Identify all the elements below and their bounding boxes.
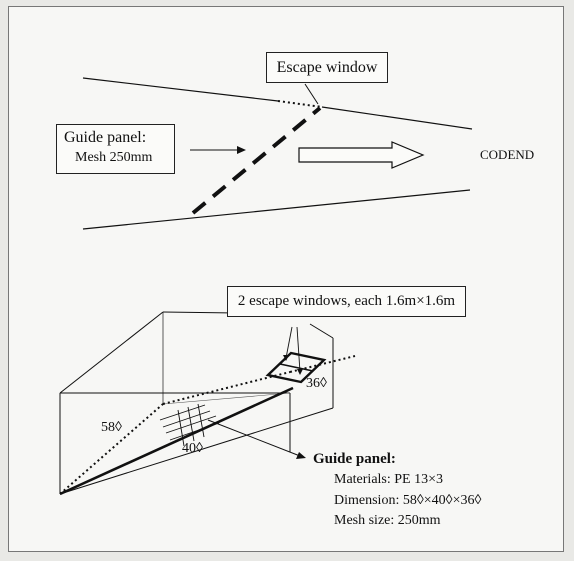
- guide-panel-mesh: Mesh 250mm: [75, 150, 153, 165]
- guide-panel-label-box: Guide panel: Mesh 250mm: [56, 124, 175, 174]
- escape-label-pointer-1: [285, 326, 293, 359]
- top-net-diagram: [82, 77, 473, 230]
- escape-window-pointer: [304, 83, 319, 105]
- guide-panel-thick-line: [59, 386, 294, 496]
- dotted-upper-line: [162, 371, 291, 405]
- mesh-grid-sketch: [159, 403, 220, 447]
- top-right-edge: [309, 323, 334, 339]
- guide-panel-title: Guide panel:: [313, 451, 396, 467]
- escape-window-label: Escape window: [276, 59, 378, 76]
- back-bottom-line: [162, 392, 291, 405]
- escape-label-pointer-head-1: [283, 355, 289, 361]
- dim-40-label: 40◊: [182, 441, 203, 456]
- escape-windows-divider: [279, 363, 314, 372]
- guide-panel-pointer: [207, 419, 301, 457]
- dotted-left-diagonal: [59, 403, 164, 495]
- top-back-edge: [162, 311, 237, 314]
- materials-text: Materials: PE 13×3: [334, 472, 443, 487]
- dim-36-label: 36◊: [306, 376, 327, 391]
- bottom-edge: [59, 407, 334, 495]
- guide-panel-pointer-head: [296, 452, 306, 459]
- net-lower-line: [82, 189, 471, 230]
- net-upper-line-right: [321, 106, 473, 130]
- mesh-size-text: Mesh size: 250mm: [334, 513, 441, 528]
- left-slant-edge: [59, 311, 164, 394]
- guide-panel-dashed-line: [191, 106, 322, 215]
- escape-windows-label: 2 escape windows, each 1.6m×1.6m: [237, 293, 456, 309]
- escape-window-label-box: Escape window: [266, 52, 388, 83]
- direction-hollow-arrow: [298, 141, 425, 169]
- guide-panel-arrow-head: [237, 146, 246, 154]
- codend-label: CODEND: [480, 147, 535, 162]
- diagram-frame: [8, 6, 564, 552]
- guide-panel-label: Guide panel:: [64, 129, 147, 146]
- escape-window-dotted: [277, 100, 323, 108]
- bottom-3d-diagram: [59, 311, 356, 496]
- dim-58-label: 58◊: [101, 420, 122, 435]
- escape-windows-outline: [265, 351, 327, 384]
- escape-label-pointer-head-2: [297, 369, 303, 375]
- net-upper-line-left: [82, 77, 279, 102]
- escape-label-pointer-2: [296, 326, 301, 373]
- escape-windows-label-box: 2 escape windows, each 1.6m×1.6m: [227, 286, 466, 317]
- dimension-text: Dimension: 58◊×40◊×36◊: [334, 493, 482, 508]
